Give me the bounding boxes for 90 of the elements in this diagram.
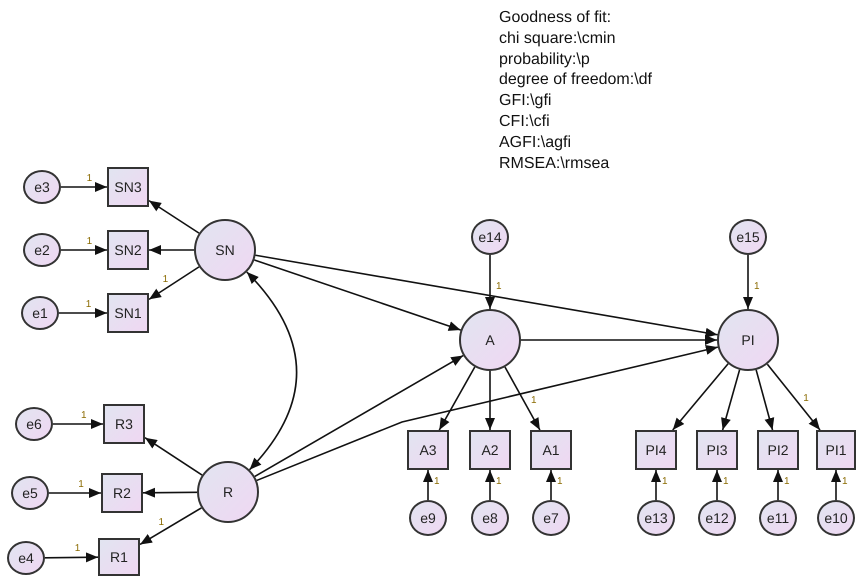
observed-variable-box: PI2 (757, 430, 799, 470)
arrow (521, 335, 717, 345)
arrow (53, 419, 103, 429)
error-term-circle: e5 (11, 476, 49, 510)
fit-statistic-text: GFI:\gfi (499, 91, 552, 112)
fit-statistic-text: chi square:\cmin (499, 28, 616, 49)
observed-variable-box: PI1 (816, 430, 856, 470)
observed-variable-box: SN3 (107, 167, 149, 207)
edge-label: 1 (86, 237, 94, 247)
edge-label: 1 (722, 477, 730, 487)
error-term-circle: e8 (471, 500, 509, 536)
edge-label: 1 (495, 477, 503, 487)
arrow (256, 345, 718, 482)
arrow (743, 255, 753, 309)
edge-label: 1 (80, 411, 88, 421)
error-term-circle: e10 (817, 500, 855, 536)
arrow (45, 552, 98, 562)
error-term-circle: e2 (23, 233, 61, 267)
edge-label: 1 (802, 394, 810, 404)
arrow (148, 266, 200, 300)
arrow (546, 470, 556, 500)
arrow (148, 200, 200, 234)
error-term-circle: e6 (15, 407, 53, 441)
observed-variable-box: PI3 (696, 430, 738, 470)
observed-variable-box: A2 (469, 430, 511, 470)
observed-variable-box: R3 (103, 404, 145, 444)
arrow (143, 488, 197, 498)
error-term-circle: e14 (471, 219, 509, 255)
arrow (61, 245, 107, 255)
arrow (144, 437, 202, 476)
fit-statistic-text: AGFI:\agfi (499, 132, 572, 153)
arrow (755, 370, 774, 430)
latent-variable-circle: PI (717, 309, 779, 371)
observed-variable-box: R2 (101, 473, 143, 513)
error-term-circle: e4 (7, 541, 45, 575)
edge-label: 1 (77, 480, 85, 490)
arrow (49, 488, 101, 498)
arrow (485, 470, 495, 500)
fit-statistic-text: probability:\p (499, 50, 591, 70)
edge-label: 1 (433, 477, 441, 487)
arrow (773, 470, 783, 500)
edge-label: 1 (556, 477, 564, 487)
arrow (651, 470, 661, 500)
edge-label: 1 (783, 477, 791, 487)
observed-variable-box: SN2 (107, 230, 149, 270)
latent-variable-circle: R (197, 461, 259, 523)
observed-variable-box: PI4 (635, 430, 677, 470)
arrow (721, 370, 740, 430)
edge-label: 1 (157, 518, 165, 528)
observed-variable-box: A3 (407, 430, 449, 470)
arrow (423, 470, 433, 500)
arrow (254, 259, 461, 331)
error-term-circle: e12 (698, 500, 736, 536)
error-term-circle: e13 (637, 500, 675, 536)
fit-statistic-text: CFI:\cfi (499, 112, 551, 132)
observed-variable-box: SN1 (107, 293, 149, 333)
edge-label: 1 (841, 477, 849, 487)
fit-statistic-text: RMSEA:\rmsea (499, 154, 610, 174)
arrow (59, 308, 107, 318)
arrow (61, 182, 107, 192)
error-term-circle: e1 (21, 296, 59, 330)
observed-variable-box: R1 (98, 538, 140, 576)
observed-variable-box: A1 (530, 430, 572, 470)
edge-label: 1 (86, 174, 94, 184)
error-term-circle: e7 (532, 500, 570, 536)
latent-variable-circle: SN (194, 219, 256, 281)
arrow (672, 363, 729, 431)
edge-label: 1 (162, 274, 170, 285)
arrow (149, 245, 194, 255)
edge-label: 1 (530, 396, 538, 406)
error-term-circle: e15 (729, 219, 767, 255)
arrow (254, 354, 464, 478)
error-term-circle: e3 (23, 170, 61, 204)
fit-statistic-text: degree of freedom:\df (499, 70, 652, 90)
arrow (140, 507, 202, 546)
arrow (485, 255, 495, 309)
arrow (766, 364, 821, 430)
arrow (712, 470, 722, 500)
latent-variable-circle: A (459, 309, 521, 371)
edge-label: 1 (84, 300, 92, 310)
arrow (831, 470, 841, 500)
arrow (255, 254, 718, 338)
fit-statistic-text: Goodness of fit: (499, 8, 612, 28)
edge-label: 1 (661, 477, 669, 487)
error-term-circle: e11 (759, 500, 797, 536)
arrow (485, 371, 495, 430)
covariance-arrow (246, 271, 298, 470)
arrow (438, 366, 476, 430)
arrow (504, 366, 541, 430)
error-term-circle: e9 (409, 500, 447, 536)
